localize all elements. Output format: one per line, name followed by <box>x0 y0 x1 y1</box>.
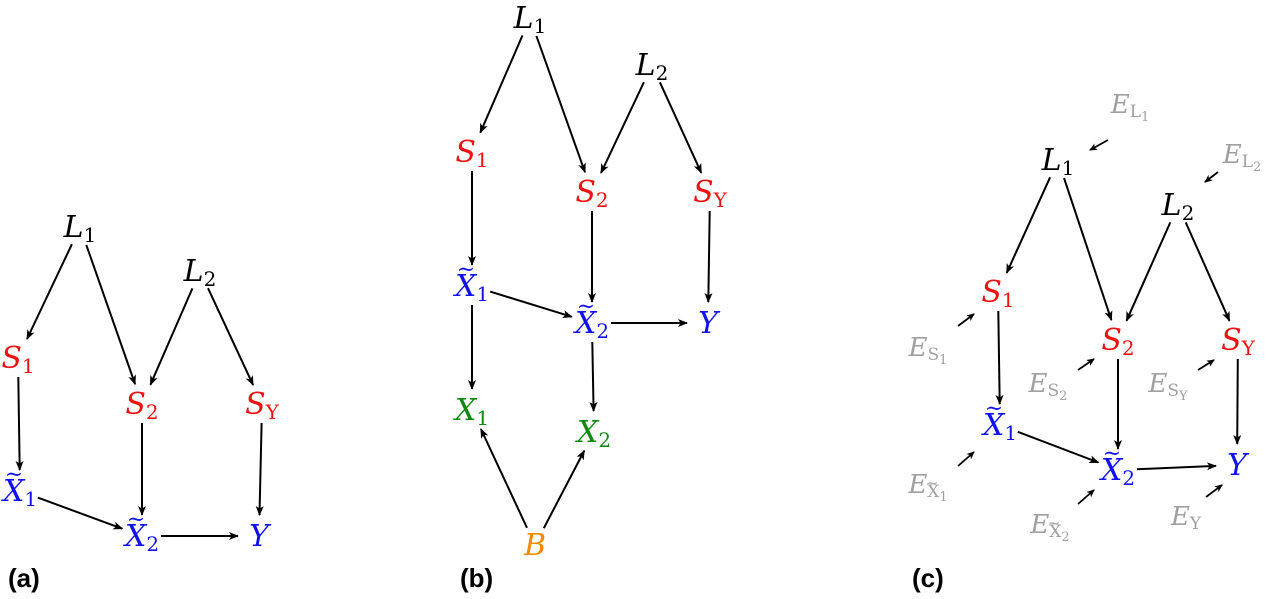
error-node-esy: ESY <box>1147 369 1188 404</box>
edge-b-l2-to-sy <box>658 81 703 174</box>
node-c-xt1: X1 <box>981 408 1017 446</box>
edge-b-l1-to-s1 <box>479 35 524 134</box>
node-c-l2: L2 <box>1161 188 1195 226</box>
node-a-l2: L2 <box>183 254 217 292</box>
error-node-ext1-tilde: ~ <box>926 474 939 492</box>
error-edge-ey-to-y <box>1205 484 1223 498</box>
node-b-x1: X1 <box>453 393 489 431</box>
edge-c-xt2-to-y <box>1136 462 1217 471</box>
node-b-sy: SY <box>693 175 728 213</box>
edge-a-l2-to-s2 <box>149 288 194 386</box>
error-edge-el1-to-l1 <box>1089 139 1109 151</box>
edge-b-b-to-x2 <box>542 449 586 529</box>
error-edge-esy-to-sy <box>1197 359 1215 371</box>
edge-a-l1-to-s2 <box>85 244 137 386</box>
node-c-xt2-tilde: ~ <box>1103 442 1121 467</box>
edge-a-xt1-to-xt2 <box>37 496 124 530</box>
node-a-xt2-tilde: ~ <box>127 508 145 533</box>
node-a-s2: S2 <box>125 387 158 425</box>
error-node-ext1: EX1 <box>907 470 947 505</box>
error-node-el2: EL2 <box>1222 140 1262 175</box>
node-b-l2: L2 <box>635 48 669 86</box>
node-b-x2: X2 <box>575 415 611 453</box>
node-a-y: Y <box>249 519 272 554</box>
node-c-sy: SY <box>1221 323 1256 361</box>
node-c-s2: S2 <box>1101 323 1134 361</box>
node-a-s1: S1 <box>1 341 34 379</box>
panel-label-c: (c) <box>912 563 944 593</box>
error-node-ext2: EX2 <box>1029 510 1069 545</box>
edge-b-b-to-x1 <box>479 428 528 529</box>
edge-a-sy-to-y <box>255 422 264 516</box>
edge-c-l2-to-s2 <box>1125 221 1172 322</box>
node-a-xt1-tilde: ~ <box>5 463 23 488</box>
error-node-ey: EY <box>1170 502 1202 534</box>
error-edge-es2-to-s2 <box>1077 358 1095 371</box>
edge-c-l1-to-s1 <box>1005 176 1052 274</box>
node-b-s1: S1 <box>455 135 488 173</box>
edge-c-xt1-to-xt2 <box>1017 430 1100 464</box>
node-b-s2: S2 <box>575 175 608 213</box>
panel-label-a: (a) <box>8 563 40 593</box>
node-c-s1: S1 <box>981 275 1014 313</box>
edge-b-l2-to-s2 <box>600 81 645 174</box>
edge-b-l1-to-s2 <box>535 35 586 174</box>
node-c-l1: L1 <box>1041 143 1075 181</box>
error-node-es2: ES2 <box>1028 369 1068 404</box>
error-node-ext2-tilde: ~ <box>1048 514 1061 532</box>
panel-label-b: (b) <box>460 563 493 593</box>
node-a-sy: SY <box>245 387 280 425</box>
edge-a-s1-to-xt1 <box>15 376 24 471</box>
node-c-xt1-tilde: ~ <box>985 397 1003 422</box>
edge-c-s1-to-xt1 <box>995 310 1004 405</box>
error-node-es1: ES1 <box>908 333 948 368</box>
node-b-xt1: X1 <box>453 269 489 307</box>
error-edge-el2-to-l2 <box>1204 171 1219 183</box>
edge-c-l2-to-sy <box>1184 221 1231 322</box>
edge-b-xt1-to-xt2 <box>489 290 573 318</box>
error-edge-ext2-to-xt2 <box>1077 489 1095 505</box>
node-b-xt1-tilde: ~ <box>457 258 475 283</box>
error-node-el1: EL1 <box>1110 90 1150 125</box>
node-c-xt2: X2 <box>1099 453 1135 491</box>
node-a-xt1: X1 <box>1 474 37 512</box>
node-b-l1: L1 <box>513 1 547 39</box>
node-a-l1: L1 <box>63 210 97 248</box>
node-b-xt2: X2 <box>573 306 609 344</box>
node-b-b: B <box>523 528 546 563</box>
node-b-y: Y <box>698 306 721 341</box>
edge-a-l1-to-s1 <box>26 243 73 340</box>
error-edge-ext1-to-xt1 <box>957 451 975 467</box>
node-c-y: Y <box>1227 448 1250 483</box>
node-b-xt2-tilde: ~ <box>577 295 595 320</box>
edge-c-l1-to-s2 <box>1063 177 1113 322</box>
edge-b-sy-to-y <box>704 210 713 303</box>
edge-a-l2-to-sy <box>207 287 255 386</box>
edge-b-xt2-to-x2 <box>589 341 598 412</box>
error-edge-es1-to-s1 <box>957 313 975 327</box>
edge-c-sy-to-y <box>1233 358 1242 445</box>
node-a-xt2: X2 <box>123 519 159 557</box>
